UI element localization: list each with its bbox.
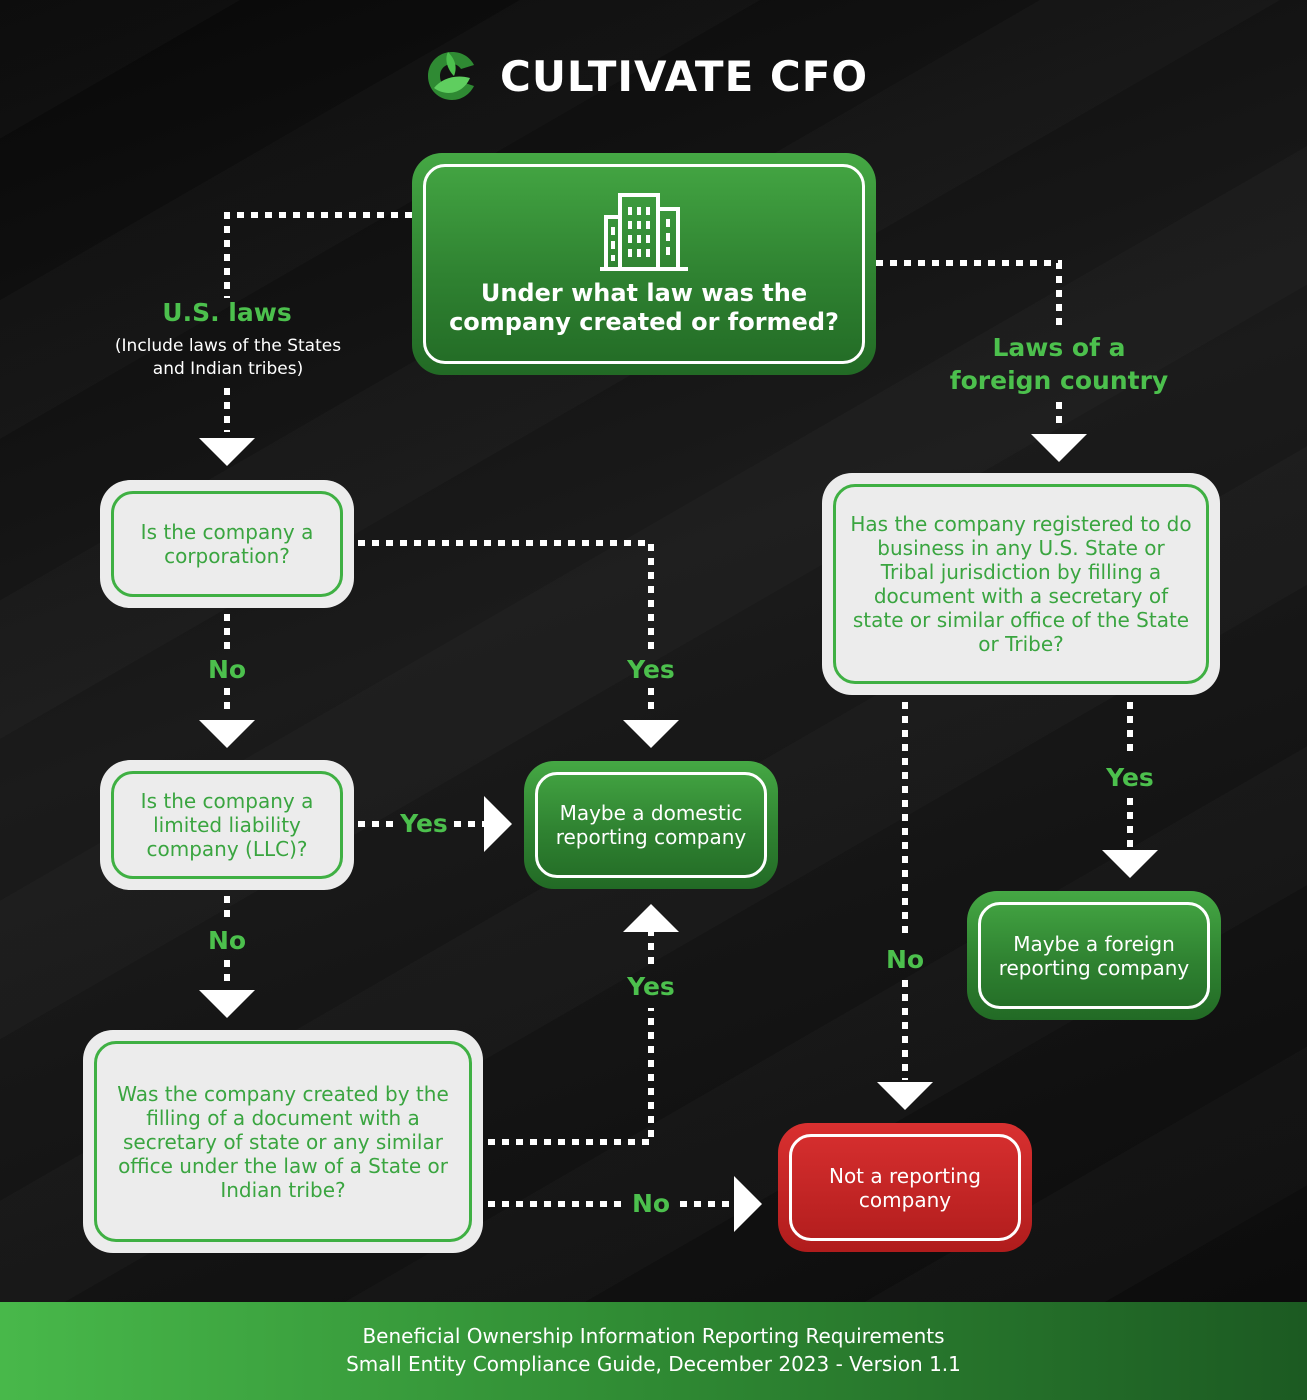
question-llc-text: Is the company a limited liability compa… xyxy=(140,789,314,861)
arrowhead-llc-no xyxy=(199,990,255,1018)
result-domestic-box: Maybe a domestic reporting company xyxy=(524,761,778,889)
question-llc-box: Is the company a limited liability compa… xyxy=(100,760,354,890)
edge-label-llc-yes: Yes xyxy=(400,809,448,838)
edge-label-filing-no: No xyxy=(631,1189,671,1218)
branch-label-us-laws: U.S. laws xyxy=(162,298,292,327)
edge-label-foreign-no: No xyxy=(885,945,925,974)
arrowhead-foreign-yes xyxy=(1102,850,1158,878)
edge-label-corp-no: No xyxy=(207,655,247,684)
result-domestic-text: Maybe a domestic reporting company xyxy=(555,801,747,849)
arrowhead-corp-yes xyxy=(623,720,679,748)
edge-label-corp-yes: Yes xyxy=(627,655,675,684)
edge-label-filing-yes: Yes xyxy=(627,972,675,1001)
arrowhead-to-foreign-q xyxy=(1031,434,1087,462)
result-not-reporting-box: Not a reporting company xyxy=(778,1123,1032,1252)
edge-label-foreign-yes: Yes xyxy=(1106,763,1154,792)
connector-main-to-us xyxy=(224,212,412,298)
brand-name: CULTIVATE CFO xyxy=(500,52,869,101)
connector-filing-yes xyxy=(488,1008,654,1145)
footer-line-1: Beneficial Ownership Information Reporti… xyxy=(362,1324,945,1348)
main-question-box: Under what law was the company created o… xyxy=(412,153,876,375)
arrowhead-corp-no xyxy=(199,720,255,748)
arrowhead-filing-yes xyxy=(623,904,679,932)
arrowhead-foreign-no xyxy=(877,1082,933,1110)
arrowhead-to-corp xyxy=(199,438,255,466)
leaf-c-logo-icon xyxy=(428,52,474,100)
branch-note-us-laws: (Include laws of the States and Indian t… xyxy=(114,336,342,379)
question-foreign-registered-text: Has the company registered to do busines… xyxy=(850,512,1192,656)
footer-citation: Beneficial Ownership Information Reporti… xyxy=(0,1302,1307,1400)
connector-main-to-foreign xyxy=(876,260,1062,326)
connector-corp-yes xyxy=(358,540,654,650)
question-foreign-registered-box: Has the company registered to do busines… xyxy=(822,473,1220,695)
flowchart-canvas: CULTIVATE CFO Under what law was the com… xyxy=(0,0,1307,1302)
main-question-text: Under what law was the company created o… xyxy=(449,279,839,336)
question-corporation-box: Is the company a corporation? xyxy=(100,480,354,608)
edge-label-llc-no: No xyxy=(207,926,247,955)
connector-layer xyxy=(199,212,1158,1232)
result-not-reporting-text: Not a reporting company xyxy=(828,1163,982,1212)
question-filing-box: Was the company created by the filling o… xyxy=(83,1030,483,1253)
branch-label-foreign: Laws of a foreign country xyxy=(949,333,1169,395)
arrowhead-llc-yes xyxy=(484,796,512,852)
question-corporation-text: Is the company a corporation? xyxy=(140,520,314,568)
building-icon xyxy=(600,193,688,271)
result-foreign-text: Maybe a foreign reporting company xyxy=(998,931,1190,980)
brand-header: CULTIVATE CFO xyxy=(420,44,900,108)
arrowhead-filing-no xyxy=(734,1176,762,1232)
footer-line-2: Small Entity Compliance Guide, December … xyxy=(346,1352,961,1376)
question-filing-text: Was the company created by the filling o… xyxy=(117,1081,449,1202)
result-foreign-box: Maybe a foreign reporting company xyxy=(967,891,1221,1020)
